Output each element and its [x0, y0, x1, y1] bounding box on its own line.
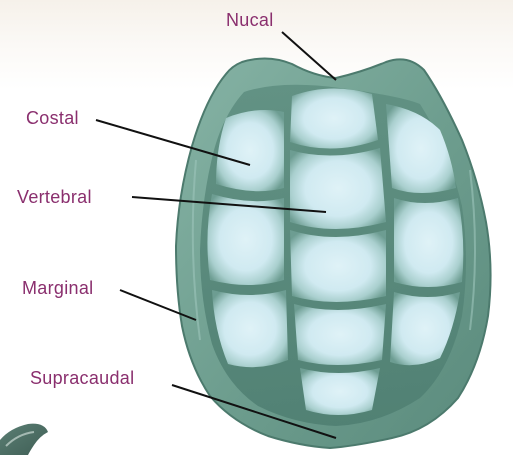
costal-left-1: [216, 110, 284, 191]
vertebral-scute-5: [300, 368, 380, 415]
label-supracaudal: Supracaudal: [30, 368, 134, 388]
vertebral-scute-4: [294, 304, 386, 365]
label-nucal: Nucal: [226, 10, 274, 30]
vertebral-scute-2: [290, 148, 386, 229]
label-marginal: Marginal: [22, 278, 93, 298]
label-costal: Costal: [26, 108, 79, 128]
label-vertebral: Vertebral: [17, 187, 92, 207]
vertebral-scute-3: [290, 230, 386, 302]
vertebral-scute-1: [290, 88, 378, 148]
flipper-fragment: [0, 424, 48, 455]
costal-right-2: [394, 198, 463, 287]
